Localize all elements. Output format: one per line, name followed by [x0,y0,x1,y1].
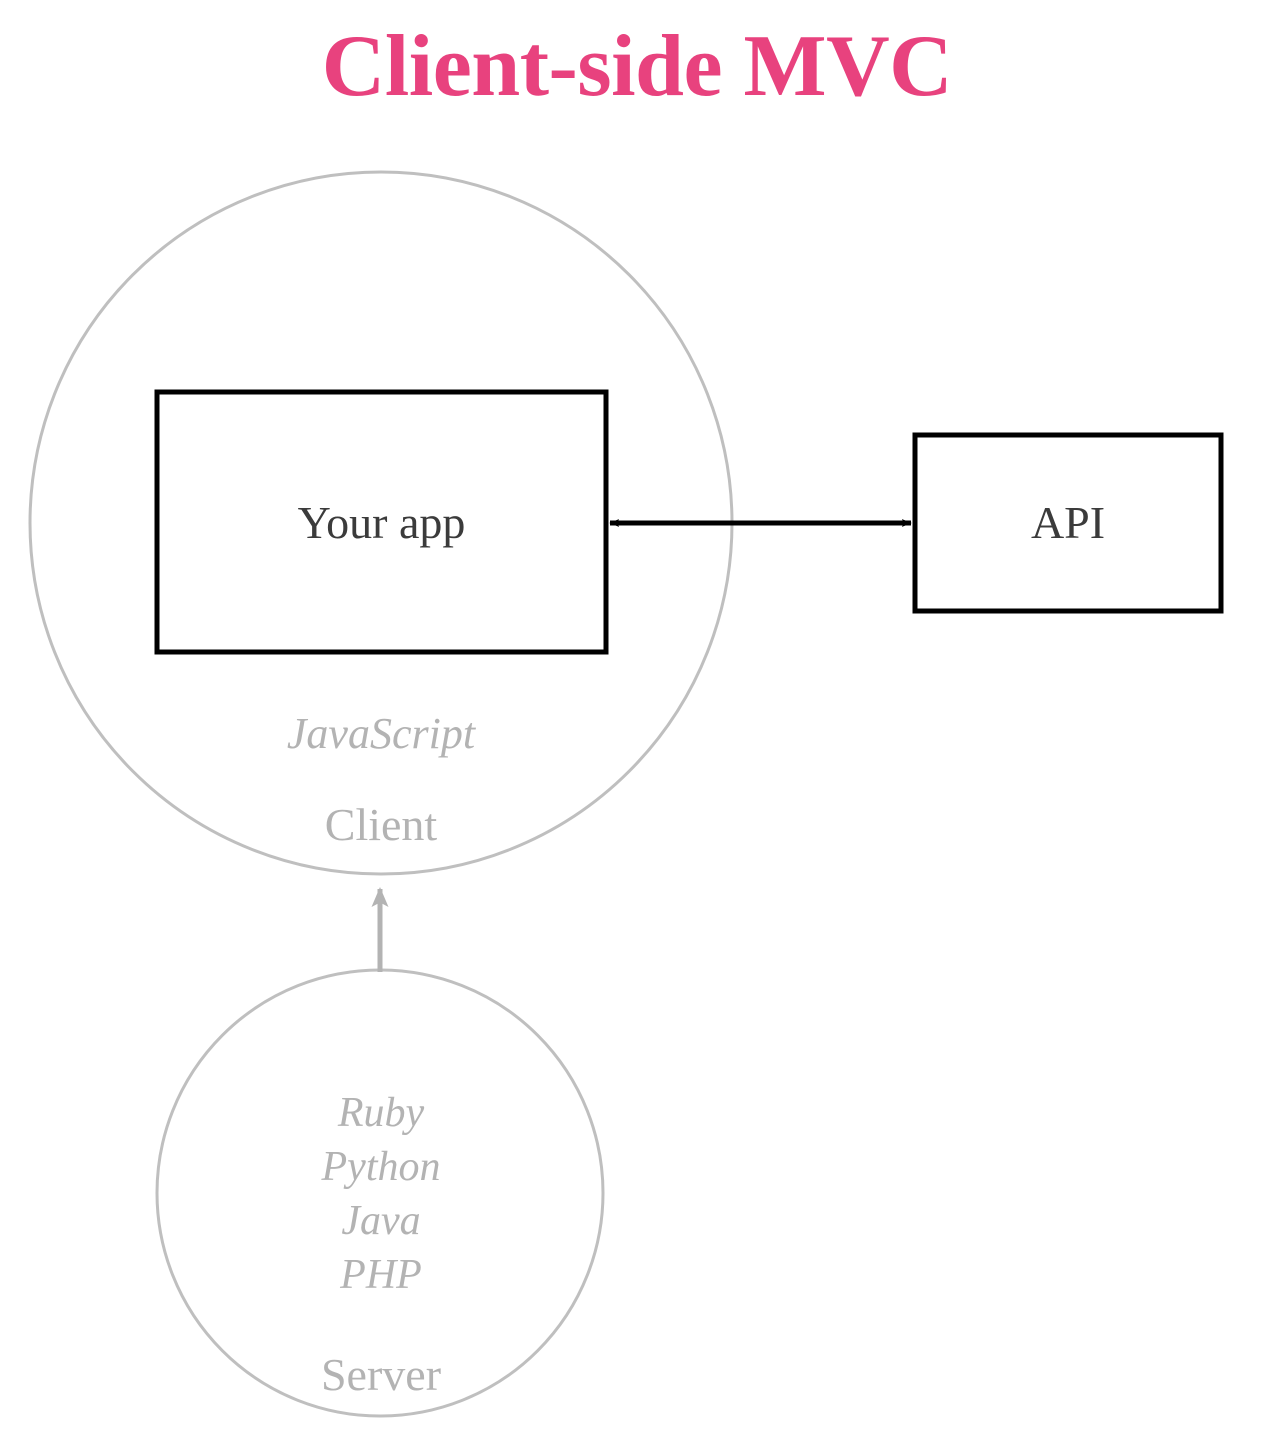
server-zone-tech-ruby: Ruby [337,1090,425,1136]
client-zone-name: Client [325,799,438,850]
server-zone-tech-python: Python [321,1144,441,1190]
api-box-label: API [1031,497,1105,548]
page-title: Client-side MVC [322,18,952,115]
server-zone-tech-java: Java [341,1198,420,1244]
api-box[interactable] [912,432,1224,614]
your-app-box-label: Your app [298,497,466,548]
server-zone-tech-php: PHP [339,1252,422,1298]
server-zone-name: Server [321,1349,441,1400]
your-app-box[interactable] [154,389,609,655]
client-zone-tech-javascript: JavaScript [287,709,477,758]
